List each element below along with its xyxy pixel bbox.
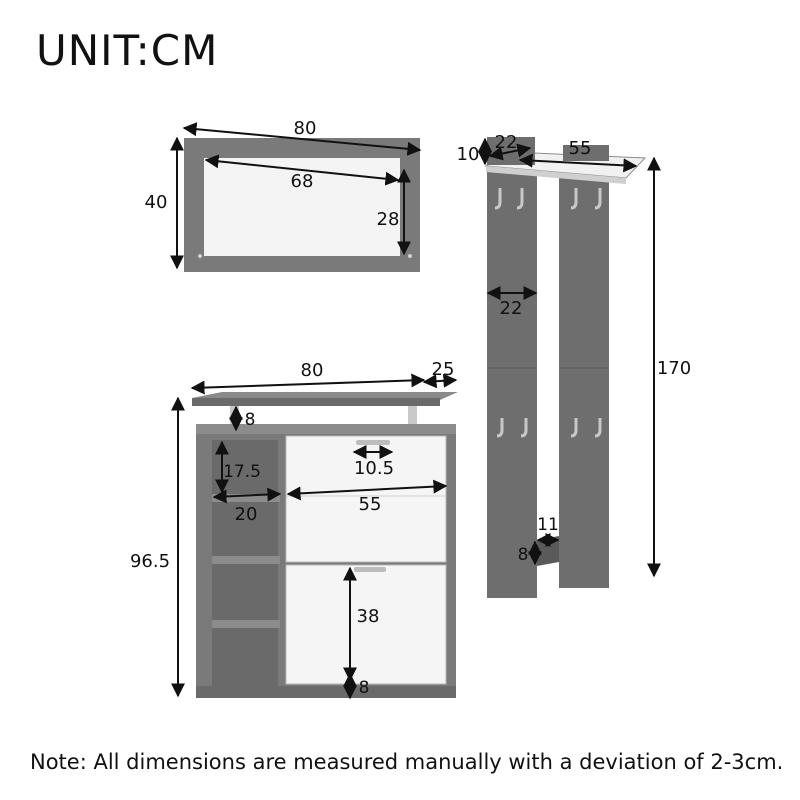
mirror-inner-width-label: 68 xyxy=(291,171,314,192)
rack-gap-height-label: 8 xyxy=(518,545,529,565)
rack-shelf-depth-dim xyxy=(488,143,532,161)
cabinet-plinth-height-label: 8 xyxy=(359,678,370,698)
mirror-inner-height-label: 28 xyxy=(377,209,400,230)
hook-icon xyxy=(494,188,602,438)
cabinet-top-board-front xyxy=(192,398,440,406)
mirror-screw xyxy=(198,254,202,258)
cabinet-width-dim xyxy=(190,373,426,395)
mirror: 80 40 68 28 xyxy=(145,118,422,272)
coat-rack: 10 22 55 22 170 11 8 xyxy=(457,132,691,598)
rack-shelf-width-dim xyxy=(518,153,638,173)
shoe-cabinet: 80 25 8 17.5 20 10.5 55 96.5 38 8 xyxy=(130,359,458,700)
cabinet-shelf-width-label: 20 xyxy=(235,504,258,525)
rack-shelf-depth-label: 22 xyxy=(495,132,518,153)
cabinet-shelf-width-dim xyxy=(212,487,282,504)
drawer-handle xyxy=(356,440,390,445)
rack-panel-width-label: 22 xyxy=(500,298,523,319)
mirror-width-label: 80 xyxy=(294,118,317,139)
cabinet-depth-dim xyxy=(422,373,458,389)
page-title: UNIT:CM xyxy=(36,26,219,75)
door-handle xyxy=(354,567,386,572)
coat-rack-right-panel xyxy=(559,170,609,588)
cabinet-height-label: 96.5 xyxy=(130,551,170,572)
mirror-inner-width-dim xyxy=(204,154,400,186)
cabinet-top-gap-label: 8 xyxy=(245,410,256,430)
shelf-board xyxy=(212,556,280,564)
cabinet-shelf-height-label: 17.5 xyxy=(223,462,261,482)
rack-shelf-width-label: 55 xyxy=(569,138,592,159)
mirror-width-dim xyxy=(182,122,422,156)
cabinet-body-top xyxy=(196,424,456,434)
mirror-screw xyxy=(408,254,412,258)
cabinet-door-height-label: 38 xyxy=(357,606,380,627)
cabinet-post xyxy=(408,406,417,432)
rack-shelf-thickness-label: 10 xyxy=(457,144,480,165)
shelf-board xyxy=(212,620,280,628)
coat-rack-left-panel xyxy=(487,170,537,598)
cabinet-drawer-width-dim xyxy=(286,479,448,501)
measurement-note: Note: All dimensions are measured manual… xyxy=(30,750,784,774)
rack-gap-width-label: 11 xyxy=(537,515,559,535)
cabinet-drawer-width-label: 55 xyxy=(359,494,382,515)
rack-height-label: 170 xyxy=(657,358,691,379)
cabinet-plinth xyxy=(196,686,456,698)
mirror-height-label: 40 xyxy=(145,192,168,213)
cabinet-door xyxy=(285,564,447,685)
cabinet-width-label: 80 xyxy=(301,360,324,381)
cabinet-depth-label: 25 xyxy=(432,359,455,380)
cabinet-handle-width-label: 10.5 xyxy=(354,458,394,479)
